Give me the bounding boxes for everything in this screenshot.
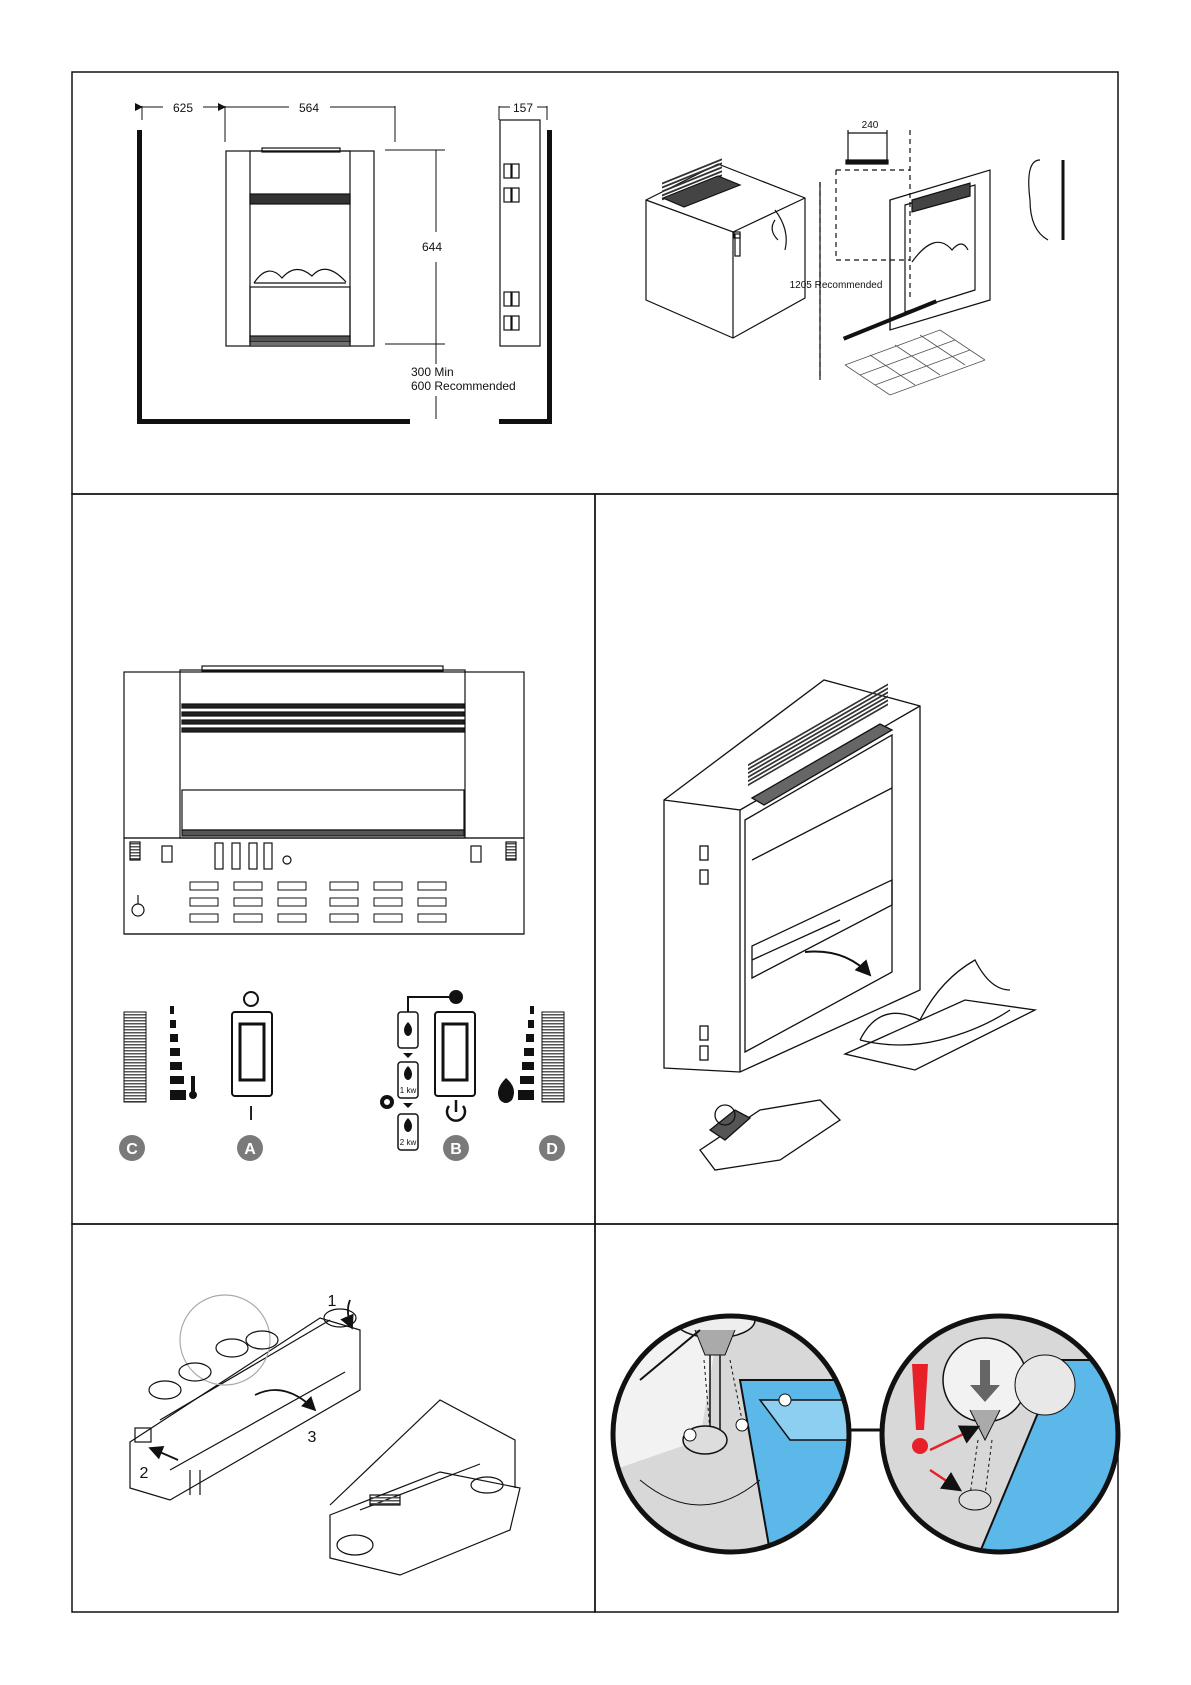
thermometer-icon bbox=[189, 1076, 197, 1099]
dim-1205-label: 1205 Recommended bbox=[790, 280, 883, 291]
dim-157-label: 157 bbox=[513, 101, 533, 115]
power-1kw-label: 1 kw bbox=[400, 1086, 417, 1095]
floor-line-right bbox=[499, 419, 552, 424]
floor-line-left bbox=[137, 419, 410, 424]
fire-side-view bbox=[500, 120, 540, 346]
panel-dimensions-frame bbox=[72, 72, 1118, 494]
badge-b: B bbox=[443, 1135, 469, 1161]
dimension-drawing: 625 564 157 644 300 Min 600 Recommended bbox=[137, 101, 552, 424]
fan-icon bbox=[380, 1095, 394, 1109]
badge-a: A bbox=[237, 1135, 263, 1161]
connector-detail-left bbox=[613, 1302, 860, 1552]
dim-625-label: 625 bbox=[173, 101, 193, 115]
side-wall-line bbox=[547, 130, 552, 424]
wall-line bbox=[137, 130, 142, 424]
switch-a-on-symbol: I bbox=[248, 1103, 254, 1125]
heater-element-d bbox=[542, 1012, 564, 1102]
vent-slots bbox=[190, 882, 446, 922]
connector-detail-right bbox=[882, 1316, 1118, 1552]
dim-564-label: 564 bbox=[299, 101, 319, 115]
step-3-label: 3 bbox=[308, 1429, 317, 1446]
dim-300-min-label: 300 Min bbox=[411, 365, 454, 379]
heater-element-c bbox=[124, 1012, 146, 1102]
fire-front-view bbox=[226, 148, 374, 346]
switch-a bbox=[232, 992, 272, 1096]
badge-c: C bbox=[119, 1135, 145, 1161]
mounting-drawing bbox=[646, 130, 1063, 395]
power-2kw-label: 2 kw bbox=[400, 1138, 417, 1147]
logset-removal-drawing bbox=[664, 680, 1035, 1170]
svg-text:D: D bbox=[546, 1141, 558, 1158]
step-1-label: 1 bbox=[328, 1293, 337, 1310]
dim-600-recommended-label: 600 Recommended bbox=[411, 379, 516, 393]
svg-text:C: C bbox=[126, 1141, 138, 1158]
fire-front-controls-view bbox=[124, 666, 524, 934]
dim-240-label: 240 bbox=[862, 120, 879, 131]
flame-bars-d bbox=[518, 1006, 534, 1100]
tray-disassembly-drawing bbox=[130, 1295, 520, 1575]
svg-text:A: A bbox=[244, 1141, 256, 1158]
flame-icon-d bbox=[498, 1078, 514, 1103]
power-button-icon bbox=[447, 1100, 465, 1121]
thermostat-bars-c bbox=[170, 1006, 186, 1100]
flame-1kw-box bbox=[398, 1062, 418, 1108]
dim-644-label: 644 bbox=[422, 240, 442, 254]
svg-text:B: B bbox=[450, 1141, 462, 1158]
flame-mode-box bbox=[398, 1012, 418, 1058]
step-2-label: 2 bbox=[140, 1465, 149, 1482]
badge-d: D bbox=[539, 1135, 565, 1161]
